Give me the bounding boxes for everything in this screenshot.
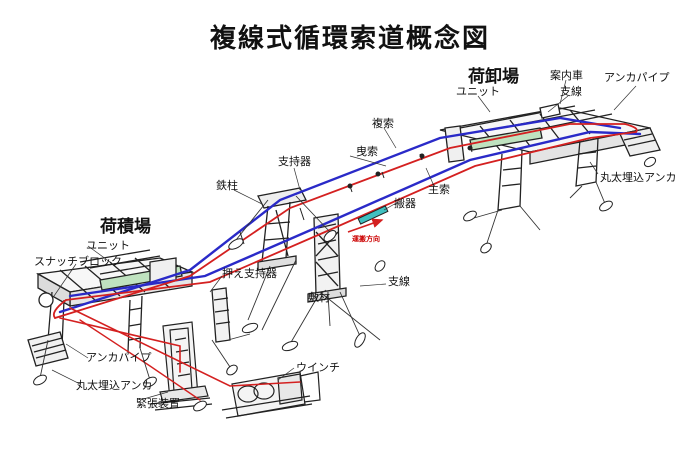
- rope-lines: [52, 116, 642, 401]
- leader-lines: [51, 79, 637, 401]
- unloading-area-label: 荷卸場: [468, 67, 519, 87]
- winch-machine: [221, 371, 321, 419]
- main-rope-label: 主索: [428, 183, 450, 196]
- direction-arrow: [347, 218, 384, 233]
- support-device-label: 支持器: [278, 155, 311, 168]
- bucket-label: 搬器: [394, 197, 416, 210]
- unit-right-label: ユニット: [456, 85, 500, 98]
- guy-wires: [39, 181, 607, 381]
- log-anchor-left-label: 丸太埋込アンカ: [76, 379, 153, 392]
- steel-tower-label: 鉄柱: [216, 179, 238, 192]
- direction-label: 運搬方向: [352, 235, 380, 243]
- haul-rope-label: 曳索: [356, 145, 378, 158]
- sill-label: 敷材: [308, 291, 330, 304]
- support-wire-left-label: 支線: [388, 275, 410, 288]
- snatch-block-label: スナッチブロック: [34, 255, 122, 268]
- guide-car-label: 案内車: [550, 69, 583, 82]
- unit-left-label: ユニット: [86, 239, 130, 252]
- loading-area-label: 荷積場: [100, 217, 151, 237]
- anchor-pipe-right-label: アンカパイプ: [604, 71, 670, 84]
- support-wire-right-label: 支線: [560, 85, 582, 98]
- hold-down-support-label: 押え支持器: [222, 267, 277, 280]
- log-anchor-right-label: 丸太埋込アンカ: [600, 171, 677, 184]
- diagram-title: 複線式循環索道概念図: [209, 24, 490, 54]
- tensioner-label: 緊張装置: [136, 397, 180, 410]
- log-anchors: [33, 156, 657, 412]
- steel-tower-mid: [307, 213, 347, 303]
- anchor-pipe-left-label: アンカパイプ: [86, 351, 152, 364]
- track-rope-label: 複索: [372, 117, 394, 130]
- winch-label: ウインチ: [296, 361, 340, 374]
